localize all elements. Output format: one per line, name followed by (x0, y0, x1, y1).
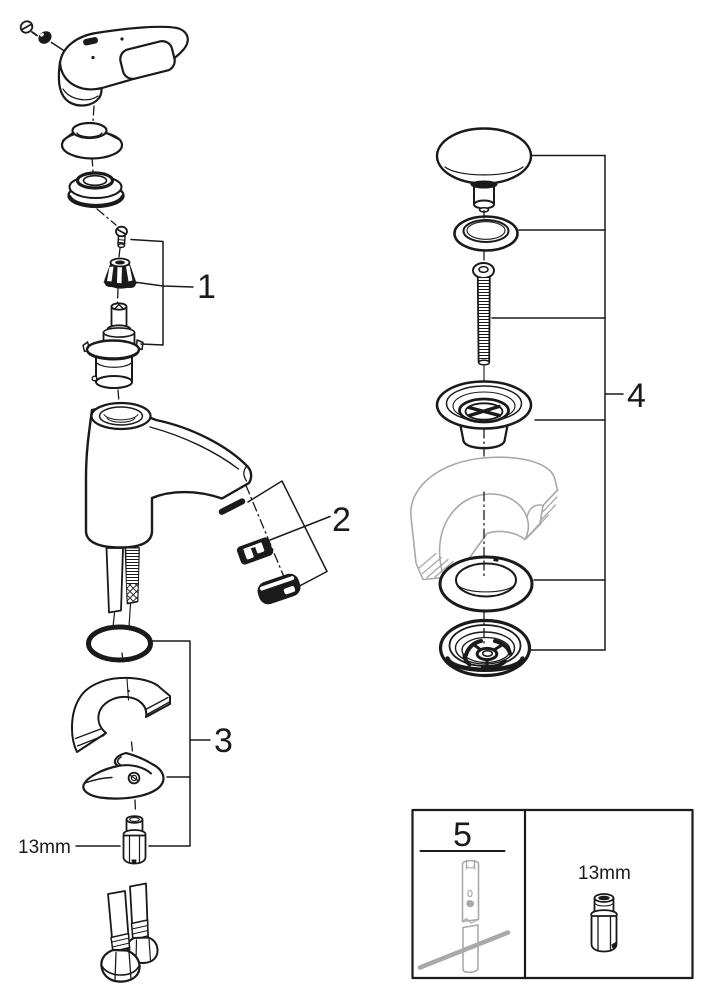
o-ring (86, 624, 153, 663)
callout-1: 1 (130, 238, 216, 346)
drain-locknut (438, 618, 532, 678)
wrench-size-boxed-label: 13mm (578, 863, 631, 884)
aerator (257, 573, 301, 605)
grub-screw (115, 225, 128, 249)
drain-plug-cap (435, 127, 533, 213)
cartridge (82, 302, 144, 389)
aerator-pin (218, 498, 246, 515)
mounting-bracket (82, 751, 165, 800)
sink-deck-cutaway (410, 456, 559, 581)
callout-1-label: 1 (197, 268, 216, 306)
lever-handle (57, 25, 189, 107)
mounting-nut-13mm (122, 815, 147, 865)
cartridge-nut (103, 257, 137, 289)
handle-cap-ring (60, 121, 124, 160)
supply-hoses (100, 882, 159, 983)
handle-fixing-screw (19, 20, 67, 53)
callout-3-label: 3 (214, 722, 233, 760)
callout-3: 3 (148, 640, 233, 847)
aerator-service-key (236, 537, 274, 565)
base-axis-line (121, 652, 137, 813)
faucet-body (84, 401, 253, 549)
wrench-size-inline-label: 13mm (18, 837, 71, 858)
callout-5-label: 5 (453, 816, 472, 854)
socket-wrench-tool (417, 859, 511, 974)
drain-washer (438, 555, 534, 613)
wrench-size-annotation: 13mm (18, 837, 121, 858)
callout-2: 2 (247, 480, 351, 587)
socket-nut-13mm (590, 893, 618, 953)
base-gasket (71, 676, 171, 753)
callout-4-label: 4 (627, 377, 646, 415)
callout-2-label: 2 (332, 501, 351, 539)
drain-plug-seal (453, 215, 519, 252)
handle-axis-line (91, 105, 121, 403)
escutcheon-dome (67, 171, 125, 209)
supply-stubs (105, 547, 140, 628)
callout-4: 4 (491, 154, 646, 651)
tool-info-box: 5 13mm (411, 808, 694, 980)
drain-threaded-rod (472, 262, 495, 385)
drain-flange (435, 380, 533, 450)
